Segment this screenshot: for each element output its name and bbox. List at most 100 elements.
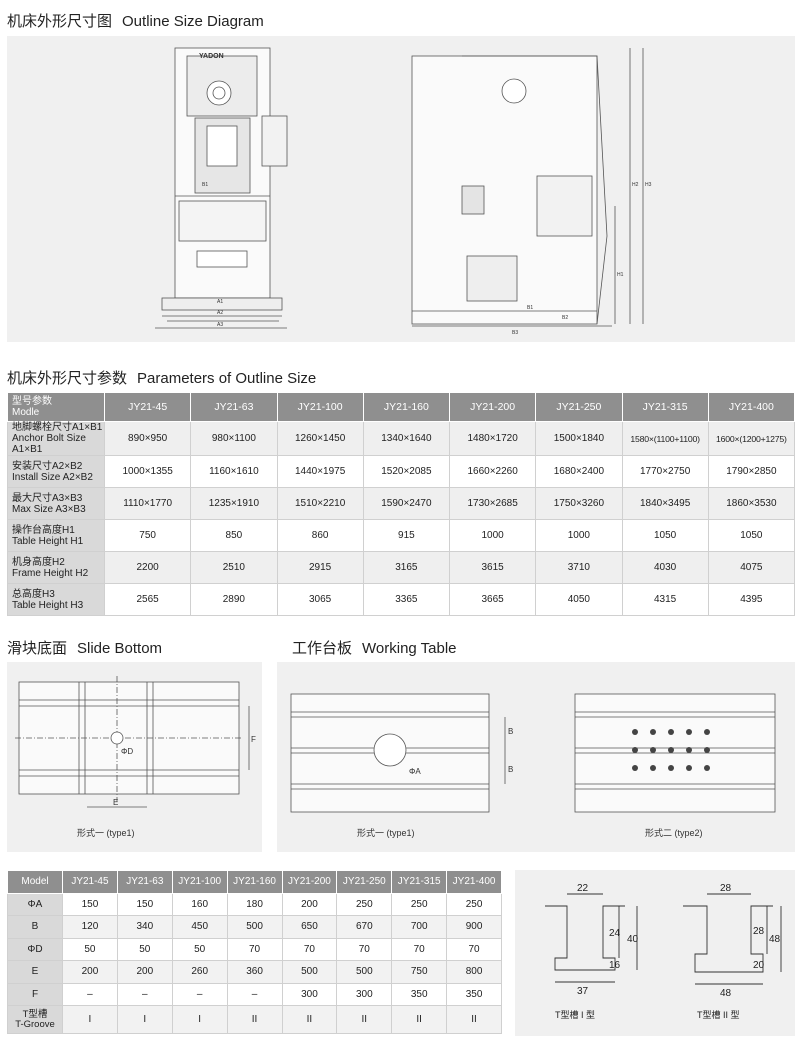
dims-cell: 300 bbox=[281, 982, 338, 1006]
dims-cell: 70 bbox=[226, 937, 283, 961]
dims-row-label: ΦD bbox=[7, 937, 63, 961]
params-model-header: JY21-100 bbox=[276, 392, 364, 422]
row-label-en: Max Size A3×B3 bbox=[12, 503, 86, 515]
params-cell: 890×950 bbox=[103, 421, 192, 456]
dims-header-row: Model JY21-45 JY21-63 JY21-100 JY21-160 … bbox=[7, 870, 502, 894]
slide-title-zh: 滑块底面 bbox=[7, 640, 68, 657]
params-cell: 850 bbox=[190, 519, 278, 552]
tgroove2-caption: T型槽 II 型 bbox=[697, 1009, 740, 1020]
params-cell: 4075 bbox=[707, 551, 796, 584]
params-cell: 3710 bbox=[535, 551, 623, 584]
params-cell: 2890 bbox=[190, 583, 278, 616]
table-label-b1: B bbox=[508, 727, 513, 736]
dims-cell: 250 bbox=[391, 892, 448, 916]
dims-cell: II bbox=[226, 1005, 283, 1034]
dims-cell: 900 bbox=[446, 915, 502, 939]
params-cell: 2915 bbox=[276, 551, 364, 584]
dims-cell: 160 bbox=[171, 892, 228, 916]
dims-cell: 350 bbox=[391, 982, 448, 1006]
tgroove2-total: 48 bbox=[769, 934, 781, 945]
row-label-en: Table Height H3 bbox=[12, 599, 84, 611]
row-label-en: Frame Height H2 bbox=[12, 567, 89, 579]
dims-row-a: ΦA 150 150 160 180 200 250 250 250 bbox=[7, 892, 502, 916]
params-cell: 1480×1720 bbox=[448, 421, 537, 456]
params-model-header: JY21-250 bbox=[535, 392, 623, 422]
dims-cell: I bbox=[171, 1005, 228, 1034]
dims-model-header: JY21-400 bbox=[446, 870, 502, 894]
params-title: 机床外形尺寸参数 Parameters of Outline Size bbox=[7, 367, 316, 388]
dims-cell: 260 bbox=[171, 960, 228, 984]
row-label-en: Anchor Bolt Size A1×B1 bbox=[12, 433, 86, 455]
dims-row-d: ΦD 50 50 50 70 70 70 70 70 bbox=[7, 937, 502, 961]
params-cell: 1000×1355 bbox=[103, 455, 192, 488]
params-title-en: Parameters of Outline Size bbox=[137, 370, 317, 387]
params-cell: 4030 bbox=[621, 551, 709, 584]
dims-model-header: JY21-250 bbox=[336, 870, 393, 894]
row-label-zh: 操作台高度H1 bbox=[12, 524, 75, 536]
params-cell: 3365 bbox=[362, 583, 451, 616]
params-cell: 1840×3495 bbox=[621, 487, 709, 520]
dims-cell: 500 bbox=[336, 960, 393, 984]
dims-table: Model JY21-45 JY21-63 JY21-100 JY21-160 … bbox=[7, 870, 502, 1034]
dims-cell: 700 bbox=[391, 915, 448, 939]
outline-title-zh: 机床外形尺寸图 bbox=[7, 13, 113, 30]
side-label-b3: B3 bbox=[512, 330, 518, 336]
table-label-b2: B bbox=[508, 765, 513, 774]
slide-label-e: E bbox=[113, 798, 118, 807]
slide-bottom-panel: ΦD E F 形式一 (type1) bbox=[7, 662, 262, 852]
working-table-panel: ΦA B B 形式一 (type1) 形式二 (type2) bbox=[277, 662, 795, 852]
dims-row-label: B bbox=[7, 915, 63, 939]
table-caption-type1: 形式一 (type1) bbox=[357, 827, 415, 838]
params-cell: 1160×1610 bbox=[190, 455, 278, 488]
dims-cell: 200 bbox=[116, 960, 173, 984]
dims-cell: 50 bbox=[116, 937, 173, 961]
tgroove1-h2: 16 bbox=[609, 960, 621, 971]
tgroove-panel: 22 24 16 40 37 T型槽 I 型 28 28 20 48 48 T型… bbox=[515, 870, 795, 1036]
params-title-zh: 机床外形尺寸参数 bbox=[7, 370, 128, 387]
row-label-zh: 最大尺寸A3×B3 bbox=[12, 492, 83, 504]
tgroove2-top: 28 bbox=[720, 883, 732, 894]
tgroove2-h2: 20 bbox=[753, 960, 765, 971]
dims-cell: – bbox=[226, 982, 283, 1006]
dims-model-header: JY21-200 bbox=[281, 870, 338, 894]
dims-cell: 750 bbox=[391, 960, 448, 984]
dims-cell: 800 bbox=[446, 960, 502, 984]
params-cell: 860 bbox=[276, 519, 364, 552]
tgroove2-h1: 28 bbox=[753, 926, 765, 937]
params-cell: 2565 bbox=[103, 583, 192, 616]
slide-title-en: Slide Bottom bbox=[77, 640, 163, 657]
dims-cell: I bbox=[62, 1005, 118, 1034]
params-cell: 1050 bbox=[621, 519, 709, 552]
params-table: 型号参数 Modle JY21-45 JY21-63 JY21-100 JY21… bbox=[7, 392, 796, 616]
row-label-zh: 地脚螺栓尺寸A1×B1 bbox=[12, 422, 103, 433]
dims-cell: 200 bbox=[281, 892, 338, 916]
front-label-a1: A1 bbox=[217, 299, 223, 305]
dims-cell: 500 bbox=[226, 915, 283, 939]
params-cell: 1510×2210 bbox=[276, 487, 364, 520]
dims-cell: 150 bbox=[116, 892, 173, 916]
dims-row-label: ΦA bbox=[7, 892, 63, 916]
dims-row-e: E 200 200 260 360 500 500 750 800 bbox=[7, 960, 502, 984]
dims-cell: 70 bbox=[391, 937, 448, 961]
side-label-h2: H2 bbox=[632, 182, 639, 188]
dims-cell: 360 bbox=[226, 960, 283, 984]
params-cell: 4050 bbox=[535, 583, 623, 616]
params-cell: 1860×3530 bbox=[707, 487, 796, 520]
params-cell: 1500×1840 bbox=[535, 421, 623, 456]
dims-cell: 150 bbox=[62, 892, 118, 916]
params-cell: 1750×3260 bbox=[535, 487, 623, 520]
dims-cell: 120 bbox=[62, 915, 118, 939]
dims-row-f: F – – – – 300 300 350 350 bbox=[7, 982, 502, 1006]
params-cell: 1520×2085 bbox=[362, 455, 451, 488]
working-table-title-en: Working Table bbox=[362, 640, 457, 657]
params-cell: 1000 bbox=[535, 519, 623, 552]
params-model-header: JY21-45 bbox=[103, 392, 192, 422]
